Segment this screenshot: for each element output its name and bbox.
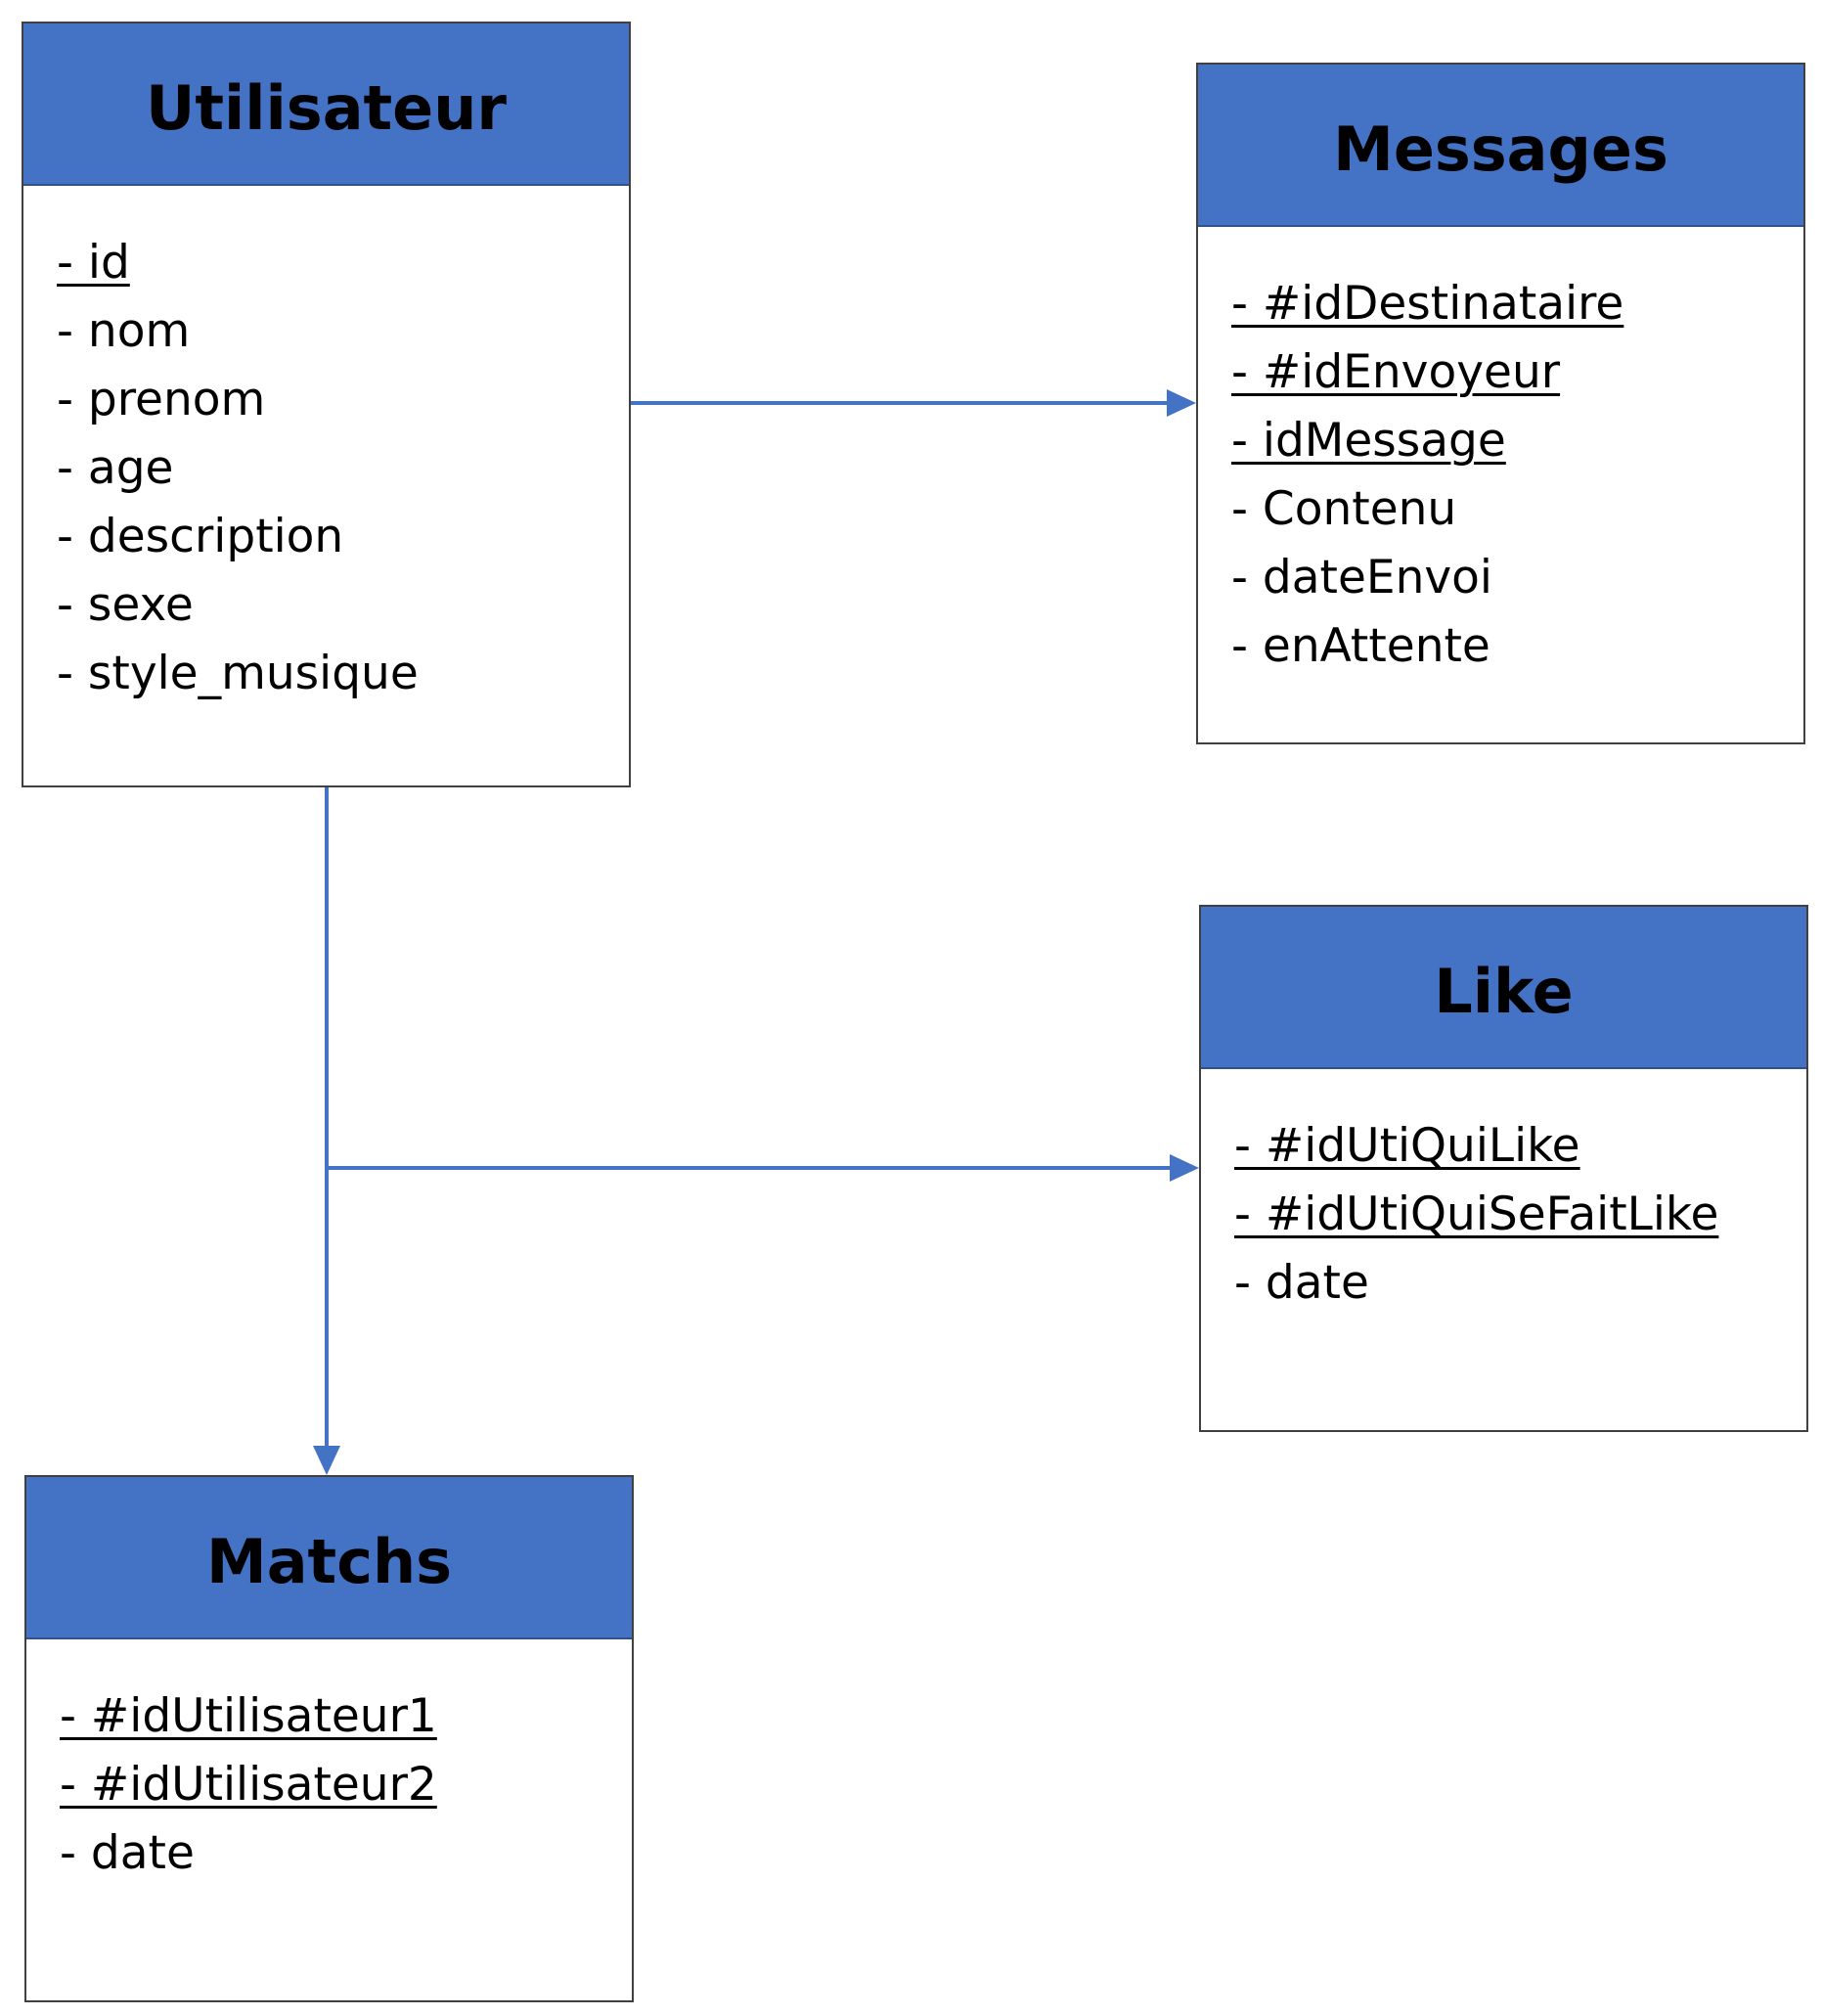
arrow-head-messages bbox=[1167, 389, 1196, 417]
attribute: - date bbox=[1234, 1256, 1369, 1310]
attribute-list: - #idDestinataire - #idEnvoyeur - idMess… bbox=[1198, 227, 1803, 681]
arrow-head-matchs bbox=[313, 1446, 340, 1475]
key-attribute: - #idUtiQuiSeFaitLike bbox=[1234, 1187, 1719, 1241]
key-attribute: - idMessage bbox=[1231, 414, 1506, 468]
key-attribute: - #idUtiQuiLike bbox=[1234, 1119, 1580, 1173]
attribute: - style_musique bbox=[57, 647, 419, 700]
key-attribute: - id bbox=[57, 236, 130, 290]
entity-title: Utilisateur bbox=[23, 23, 629, 186]
attribute: - sexe bbox=[57, 578, 194, 632]
entity-like: Like - #idUtiQuiLike - #idUtiQuiSeFaitLi… bbox=[1199, 905, 1808, 1432]
key-attribute: - #idUtilisateur2 bbox=[60, 1758, 437, 1812]
entity-title: Like bbox=[1201, 907, 1806, 1069]
entity-title: Matchs bbox=[26, 1477, 632, 1639]
arrow-head-like bbox=[1170, 1154, 1199, 1182]
key-attribute: - #idDestinataire bbox=[1231, 277, 1624, 331]
attribute: - date bbox=[60, 1826, 195, 1880]
attribute: - dateEnvoi bbox=[1231, 551, 1492, 605]
entity-matchs: Matchs - #idUtilisateur1 - #idUtilisateu… bbox=[24, 1475, 634, 2002]
attribute-list: - id - nom - prenom - age - description … bbox=[23, 186, 629, 708]
attribute: - description bbox=[57, 510, 344, 563]
attribute: - prenom bbox=[57, 373, 266, 426]
attribute: - Contenu bbox=[1231, 482, 1457, 536]
attribute: - nom bbox=[57, 304, 191, 358]
key-attribute: - #idUtilisateur1 bbox=[60, 1689, 437, 1743]
entity-messages: Messages - #idDestinataire - #idEnvoyeur… bbox=[1196, 63, 1805, 744]
entity-title: Messages bbox=[1198, 65, 1803, 227]
entity-utilisateur: Utilisateur - id - nom - prenom - age - … bbox=[22, 22, 631, 787]
key-attribute: - #idEnvoyeur bbox=[1231, 345, 1561, 399]
attribute: - enAttente bbox=[1231, 619, 1490, 673]
attribute: - age bbox=[57, 441, 174, 495]
attribute-list: - #idUtilisateur1 - #idUtilisateur2 - da… bbox=[26, 1639, 632, 1888]
attribute-list: - #idUtiQuiLike - #idUtiQuiSeFaitLike - … bbox=[1201, 1069, 1806, 1318]
